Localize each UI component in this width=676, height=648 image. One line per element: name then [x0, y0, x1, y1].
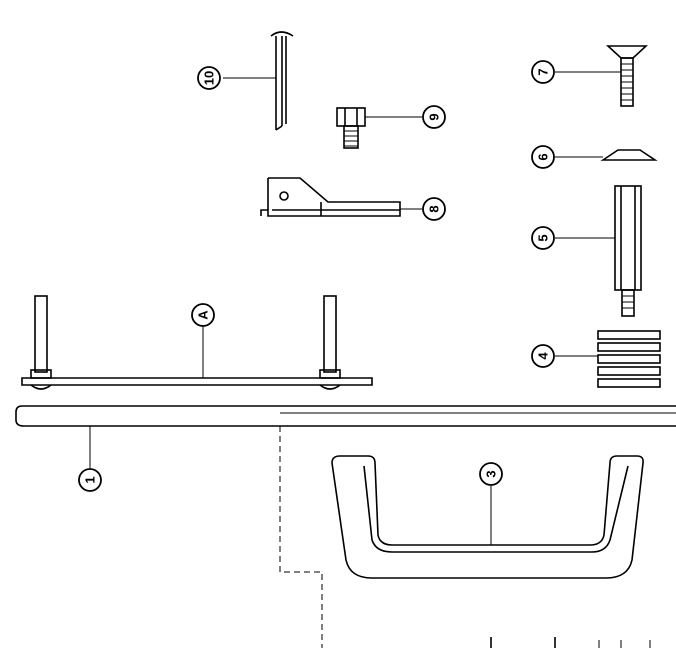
svg-text:4: 4: [536, 352, 551, 360]
svg-text:9: 9: [427, 113, 442, 120]
partial-parts-bottom: [490, 637, 651, 648]
callout-5: 5: [531, 226, 555, 250]
svg-text:3: 3: [484, 470, 499, 477]
callout-7: 7: [531, 60, 555, 84]
svg-text:A: A: [196, 310, 211, 320]
callout-3: 3: [479, 462, 503, 486]
callout-1: 1: [78, 468, 102, 492]
callout-8: 8: [422, 197, 446, 221]
part-1-board: [15, 405, 676, 648]
svg-text:7: 7: [536, 68, 551, 75]
part-6-cap: [555, 149, 658, 161]
svg-text:1: 1: [83, 476, 98, 483]
part-3-handle: [331, 455, 644, 579]
svg-text:5: 5: [536, 234, 551, 241]
part-10-pin: [223, 31, 294, 131]
callout-a: A: [191, 303, 215, 327]
svg-text:8: 8: [427, 205, 442, 212]
part-4-spacer-stack: [555, 330, 661, 388]
svg-text:10: 10: [202, 71, 217, 85]
callout-4: 4: [531, 344, 555, 368]
callout-6: 6: [531, 145, 555, 169]
assembly-a-plate: [21, 295, 373, 390]
part-9-hex-bolt: [336, 107, 422, 149]
callout-10: 10: [197, 66, 221, 90]
part-7-countersunk-screw: [555, 45, 649, 107]
callout-9: 9: [422, 105, 446, 129]
svg-text:6: 6: [536, 153, 551, 160]
part-8-bracket: [260, 177, 422, 217]
part-5-standoff: [555, 185, 642, 317]
